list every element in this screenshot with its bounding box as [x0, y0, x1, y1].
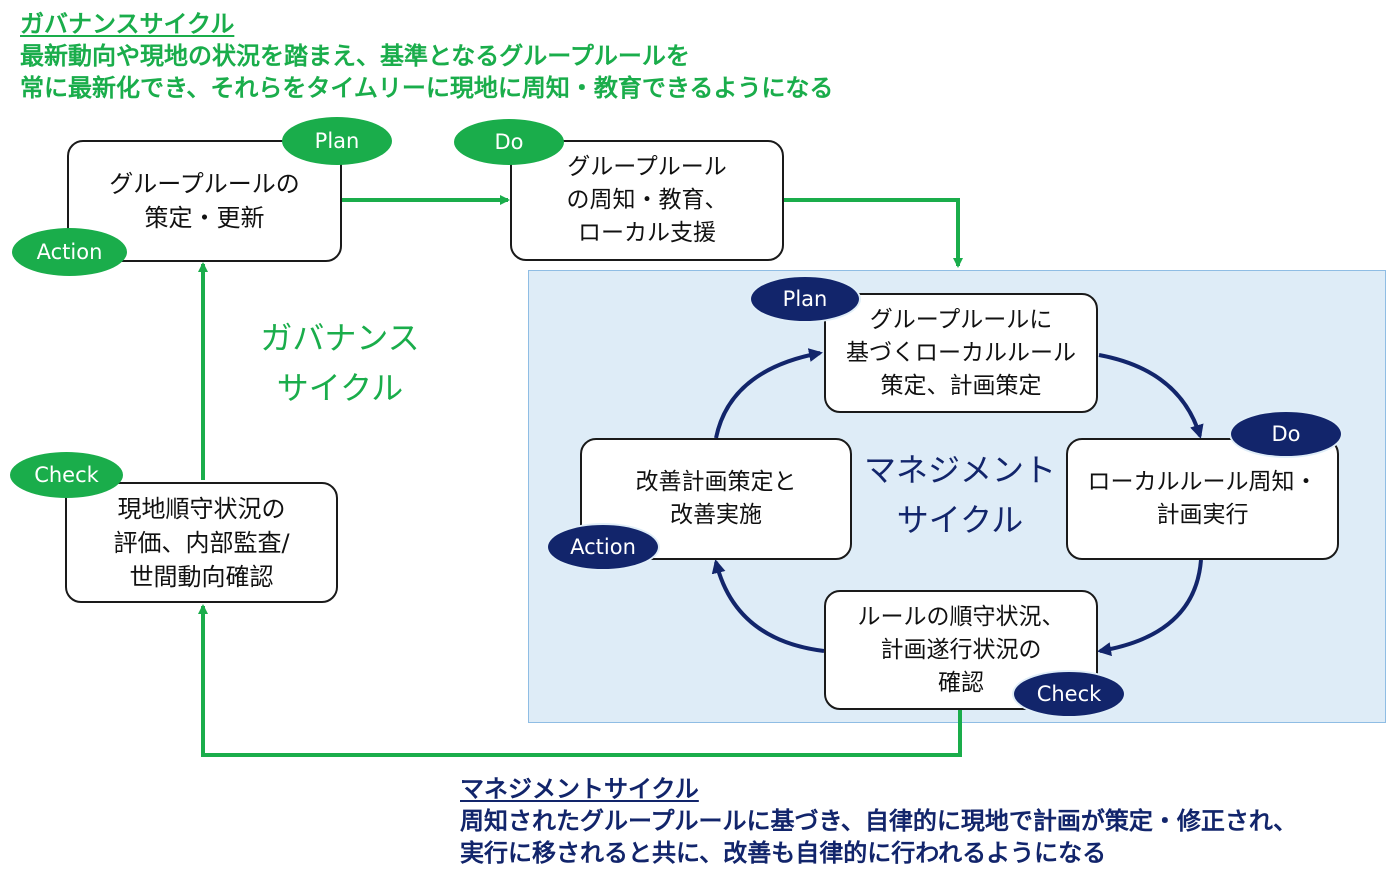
arrow-do-to-management	[784, 198, 963, 268]
management-heading-line2: 実行に移されると共に、改善も自律的に行われるようになる	[460, 839, 1107, 867]
management-heading-line1: 周知されたグループルールに基づき、自律的に現地で計画が策定・修正され、	[460, 807, 1298, 835]
management-box-action-text: 改善計画策定と 改善実施	[635, 469, 797, 528]
governance-cycle-label: ガバナンス サイクル	[260, 319, 420, 407]
governance-heading-line2: 常に最新化でき、それらをタイムリーに現地に周知・教育できるようになる	[20, 74, 834, 102]
badge-governance-check: Check	[10, 452, 123, 498]
management-box-do: ローカルルール周知・ 計画実行	[1066, 438, 1339, 560]
badge-management-check: Check	[1012, 670, 1126, 718]
badge-management-plan: Plan	[749, 275, 861, 323]
management-heading: マネジメントサイクル 周知されたグループルールに基づき、自律的に現地で計画が策定…	[460, 773, 1297, 869]
management-box-plan-text: グループルールに 基づくローカルルール 策定、計画策定	[846, 306, 1076, 399]
management-cycle-label: マネジメント サイクル	[863, 451, 1056, 539]
management-box-plan: グループルールに 基づくローカルルール 策定、計画策定	[824, 293, 1098, 413]
governance-box-evaluation: 現地順守状況の 評価、内部監査/ 世間動向確認	[65, 482, 338, 603]
governance-heading-title: ガバナンスサイクル	[20, 10, 235, 38]
governance-box-dissemination-text: グループルール の周知・教育、 ローカル支援	[566, 154, 728, 246]
governance-box-rule-update-text: グループルールの 策定・更新	[109, 170, 300, 232]
management-box-do-text: ローカルルール周知・ 計画実行	[1087, 469, 1318, 528]
badge-governance-do: Do	[454, 119, 564, 165]
governance-box-dissemination: グループルール の周知・教育、 ローカル支援	[510, 140, 784, 261]
badge-governance-action: Action	[12, 228, 127, 276]
badge-governance-plan: Plan	[282, 117, 392, 165]
badge-management-do: Do	[1229, 410, 1343, 458]
governance-heading-line1: 最新動向や現地の状況を踏まえ、基準となるグループルールを	[20, 42, 690, 70]
badge-management-action: Action	[546, 523, 660, 571]
management-heading-title: マネジメントサイクル	[460, 775, 699, 803]
governance-box-evaluation-text: 現地順守状況の 評価、内部監査/ 世間動向確認	[113, 494, 290, 591]
governance-heading: ガバナンスサイクル 最新動向や現地の状況を踏まえ、基準となるグループルールを 常…	[20, 8, 833, 104]
